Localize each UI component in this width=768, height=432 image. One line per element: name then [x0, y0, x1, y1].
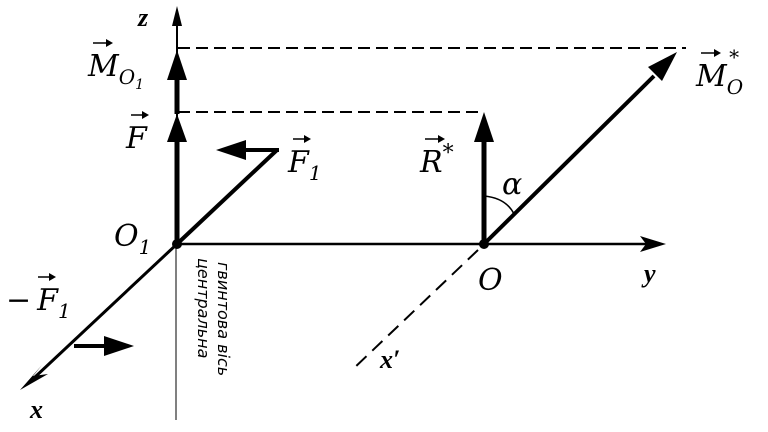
label-central-axis-line1: центральна: [194, 258, 213, 358]
label-axis-y: y: [641, 259, 656, 288]
svg-text:MO*: MO*: [695, 45, 743, 99]
svg-text:−F1: −F1: [6, 283, 71, 323]
svg-text:MO1: MO1: [87, 49, 144, 93]
label-moment-o-star: MO*: [695, 45, 743, 99]
vector-neg-f1-arrowhead: [104, 336, 134, 356]
label-force-neg-f1: −F1: [6, 273, 71, 323]
point-o1-dot: [172, 239, 182, 249]
label-resultant-r-star: R*: [419, 135, 454, 180]
vector-m-o1-arrowhead: [167, 50, 187, 80]
vector-r-star-arrowhead: [474, 112, 494, 142]
dashed-x-prime-axis: [351, 249, 479, 371]
svg-text:F: F: [125, 121, 148, 156]
label-moment-o1: MO1: [87, 39, 144, 93]
label-axis-z: z: [137, 3, 149, 32]
y-axis-arrowhead: [640, 236, 666, 252]
label-point-o1: O1: [114, 219, 151, 259]
label-force-f1: F1: [287, 135, 322, 185]
label-angle-alpha: α: [502, 167, 522, 202]
angle-alpha-arc: [483, 195, 515, 215]
vector-f-arrowhead: [167, 114, 187, 142]
vector-m-o-star-shaft: [482, 74, 656, 246]
z-axis-arrowhead: [172, 6, 182, 26]
x-axis-arrowhead: [20, 365, 48, 390]
x-axis-line: [32, 242, 179, 380]
label-axis-x-prime: x′: [379, 345, 400, 374]
vector-f1-diagonal: [175, 148, 279, 246]
svg-text:F1: F1: [287, 145, 322, 185]
label-point-o: O: [478, 263, 503, 298]
point-o-dot: [479, 239, 489, 249]
label-force-f: F: [125, 111, 149, 156]
vector-m-o-star-arrowhead: [648, 52, 677, 81]
label-axis-x: x: [29, 395, 43, 424]
svg-text:R*: R*: [419, 141, 454, 180]
vector-f1-arrowhead: [216, 140, 246, 160]
label-central-axis-line2: гвинтова вісь: [214, 262, 233, 376]
